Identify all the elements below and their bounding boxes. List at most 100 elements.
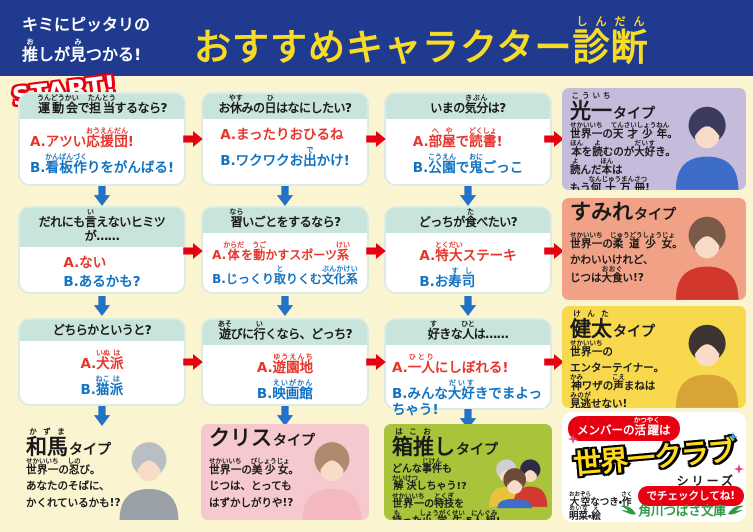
answer-option-b: B.映画館えいがかん [256, 378, 313, 402]
publisher-name: 角川つばさ文庫 [638, 503, 726, 518]
question-text: お休やすみの日ひはなにしたい? [203, 94, 367, 119]
publisher-kadokawa-tsubasa-bunko: 角川つばさ文庫 [620, 500, 744, 519]
result-name: クリス [209, 426, 272, 450]
result-name: 光一こういち [570, 91, 612, 123]
answer-option-a: A.特大とくだいステーキ [419, 240, 517, 264]
answer-option-b: B.あるかも? [63, 273, 141, 290]
result-name: 箱推はこおし [392, 427, 455, 459]
result-name: 健太けんた [570, 309, 612, 341]
question-text: 運動会うんどうかいで担当たんとうするなら? [20, 94, 184, 119]
result-description: どんな事件じけんも 解決かいけつしちゃう!? 世界一せかいいちの特技とくぎを 持… [392, 457, 500, 520]
right-arrow-icon [183, 354, 203, 370]
kazuma-character-art [119, 441, 179, 520]
tagline: キミにピッタリの 推おしが見みつかる! [22, 11, 150, 68]
question-text: だれにも言いえないヒミツが…… [20, 208, 184, 247]
series-label: シリーズ [676, 474, 736, 488]
result-description: 世界一せかいいちの エンターテイナー。 神かみワザの声こえまねは 見逃みのがせな… [570, 339, 665, 408]
answer-option-b: B.公園こうえんで鬼おにごっこ [412, 152, 524, 176]
series-promo-panel: メンバーの活躍かつやくは 世界一クラブ シリーズ でチェックしてね! 大空おおぞ… [562, 412, 746, 522]
question-box-crush: 好すきな人ひとは…… A.一人ひとりにしぼれる! B.みんな大好だいすきでまよっ… [384, 318, 552, 418]
tagline-line1: キミにピッタリの [22, 15, 151, 34]
wing-icon [728, 505, 744, 514]
question-box-mood: いまの気分きぶんは? A.部屋へやで読書どくしょ! B.公園こうえんで鬼おにごっ… [384, 92, 552, 186]
author-credit: 大空おおぞらなつき・作さく [569, 492, 633, 508]
result-description: 世界一せかいいちの美少女びしょうじょ。 じつは、とっても はずかしがりや!? [209, 457, 299, 509]
star-icon [728, 432, 738, 442]
right-arrow-icon [544, 243, 564, 259]
result-name: 和馬かずま [26, 427, 68, 459]
result-card-hakooshi: 箱推はこおしタイプ どんな事件じけんも 解決かいけつしちゃう!? 世界一せかいい… [384, 424, 552, 520]
question-text: 好すきな人ひとは…… [386, 320, 550, 345]
question-box-secret: だれにも言いえないヒミツが…… A.ない B.あるかも? [18, 206, 186, 294]
question-text: どっちが食たべたい? [386, 208, 550, 233]
star-icon [734, 464, 744, 474]
question-box-outing: 遊あそびに行いくなら、どっち? A.遊園地ゆうえんち B.映画館えいがかん [201, 318, 369, 406]
kenta-character-art [675, 324, 739, 408]
hakooshi-group-art [489, 459, 548, 508]
answer-option-b: B.お寿司すし [419, 266, 476, 290]
answer-option-b: B.みんな大好だいすきでまよっちゃう! [392, 378, 543, 419]
down-arrow-icon [459, 296, 477, 316]
answer-option-a: A.犬いぬ派は [80, 348, 124, 372]
down-arrow-icon [459, 409, 477, 429]
kouichi-character-art [675, 106, 739, 190]
result-card-sumire: すみれタイプ 世界一せかいいちの柔道少女じゅうどうしょうじょ。 かわいいけれど、… [562, 198, 746, 300]
answer-option-a: A.遊園地ゆうえんち [256, 352, 314, 376]
right-arrow-icon [366, 131, 386, 147]
promo-check-badge: でチェックしてね! [637, 486, 744, 506]
answer-option-a: A.一人ひとりにしぼれる! [392, 352, 509, 376]
result-type-suffix: タイプ [273, 433, 315, 449]
promo-lead-badge: メンバーの活躍かつやくは [568, 416, 680, 441]
answer-option-b: B.看板作かんばんづくりをがんばる! [29, 152, 175, 176]
right-arrow-icon [183, 131, 203, 147]
result-type-suffix: タイプ [69, 442, 111, 458]
result-description: 世界一せかいいちの柔道少女じゅうどうしょうじょ。 かわいいけれど、 じつは大食お… [570, 231, 683, 285]
question-box-day-off: お休やすみの日ひはなにしたい? A.まったりおひるね B.ワクワクお出でかけ! [201, 92, 369, 186]
right-arrow-icon [544, 354, 564, 370]
wing-icon [620, 505, 637, 514]
question-box-lessons: 習ならいごとをするなら? A.体からだを動うごかすスポーツ系けい B.じっくり取… [201, 206, 369, 294]
right-arrow-icon [366, 354, 386, 370]
artist-credit: 明菜めいな・絵え [569, 506, 601, 522]
result-description: 世界一せかいいちの天才少年てんさいしょうねん。 本ほんを読よむのが大好だいすき。… [570, 121, 678, 190]
question-box-dog-or-cat: どちらかというと? A.犬いぬ派は B.猫ねこ派は [18, 318, 186, 406]
question-text: 習ならいごとをするなら? [203, 208, 367, 233]
question-text: 遊あそびに行いくなら、どっち? [203, 320, 367, 345]
answer-option-b: B.ワクワクお出でかけ! [220, 145, 350, 169]
answer-option-b: B.猫ねこ派は [80, 374, 124, 398]
tagline-line2: 推おしが見みつかる! [22, 38, 142, 65]
poster-header: キミにピッタリの 推おしが見みつかる! おすすめキャラクター診しん断だん [0, 0, 753, 76]
down-arrow-icon [93, 406, 111, 426]
result-type-suffix: タイプ [634, 207, 676, 223]
question-box-food: どっちが食たべたい? A.特大とくだいステーキ B.お寿司すし [384, 206, 552, 294]
down-arrow-icon [276, 406, 294, 426]
right-arrow-icon [183, 243, 203, 259]
result-card-kouichi: 光一こういちタイプ 世界一せかいいちの天才少年てんさいしょうねん。 本ほんを読よ… [562, 88, 746, 190]
result-description: 世界一せかいいちの忍しのび。 あなたのそばに、 かくれているかも!? [26, 457, 121, 509]
result-type-suffix: タイプ [613, 324, 655, 340]
answer-option-b: B.じっくり取とりくむ文化系ぶんかけい [212, 265, 358, 287]
answer-option-a: A.部屋へやで読書どくしょ! [412, 126, 503, 150]
result-type-suffix: タイプ [613, 106, 655, 122]
chris-character-art [302, 441, 362, 520]
down-arrow-icon [276, 186, 294, 206]
answer-option-a: A.アツい応援団おうえんだん! [29, 126, 134, 150]
question-text: どちらかというと? [20, 320, 184, 341]
sumire-character-art [675, 216, 739, 300]
answer-option-a: A.ない [63, 254, 107, 271]
down-arrow-icon [93, 186, 111, 206]
result-name: すみれ [570, 200, 633, 224]
answer-option-a: A.体からだを動うごかすスポーツ系けい [212, 240, 350, 262]
star-icon [568, 434, 578, 444]
result-card-chris: クリスタイプ 世界一せかいいちの美少女びしょうじょ。 じつは、とっても はずかし… [201, 424, 369, 520]
result-card-kazuma: 和馬かずまタイプ 世界一せかいいちの忍しのび。 あなたのそばに、 かくれているか… [18, 424, 186, 520]
result-type-suffix: タイプ [456, 442, 498, 458]
question-text: いまの気分きぶんは? [386, 94, 550, 119]
question-box-sports-day: 運動会うんどうかいで担当たんとうするなら? A.アツい応援団おうえんだん! B.… [18, 92, 186, 186]
down-arrow-icon [276, 296, 294, 316]
result-card-kenta: 健太けんたタイプ 世界一せかいいちの エンターテイナー。 神かみワザの声こえまね… [562, 306, 746, 408]
answer-option-a: A.まったりおひるね [220, 126, 344, 143]
right-arrow-icon [544, 131, 564, 147]
poster-title: おすすめキャラクター診しん断だん [194, 15, 649, 69]
